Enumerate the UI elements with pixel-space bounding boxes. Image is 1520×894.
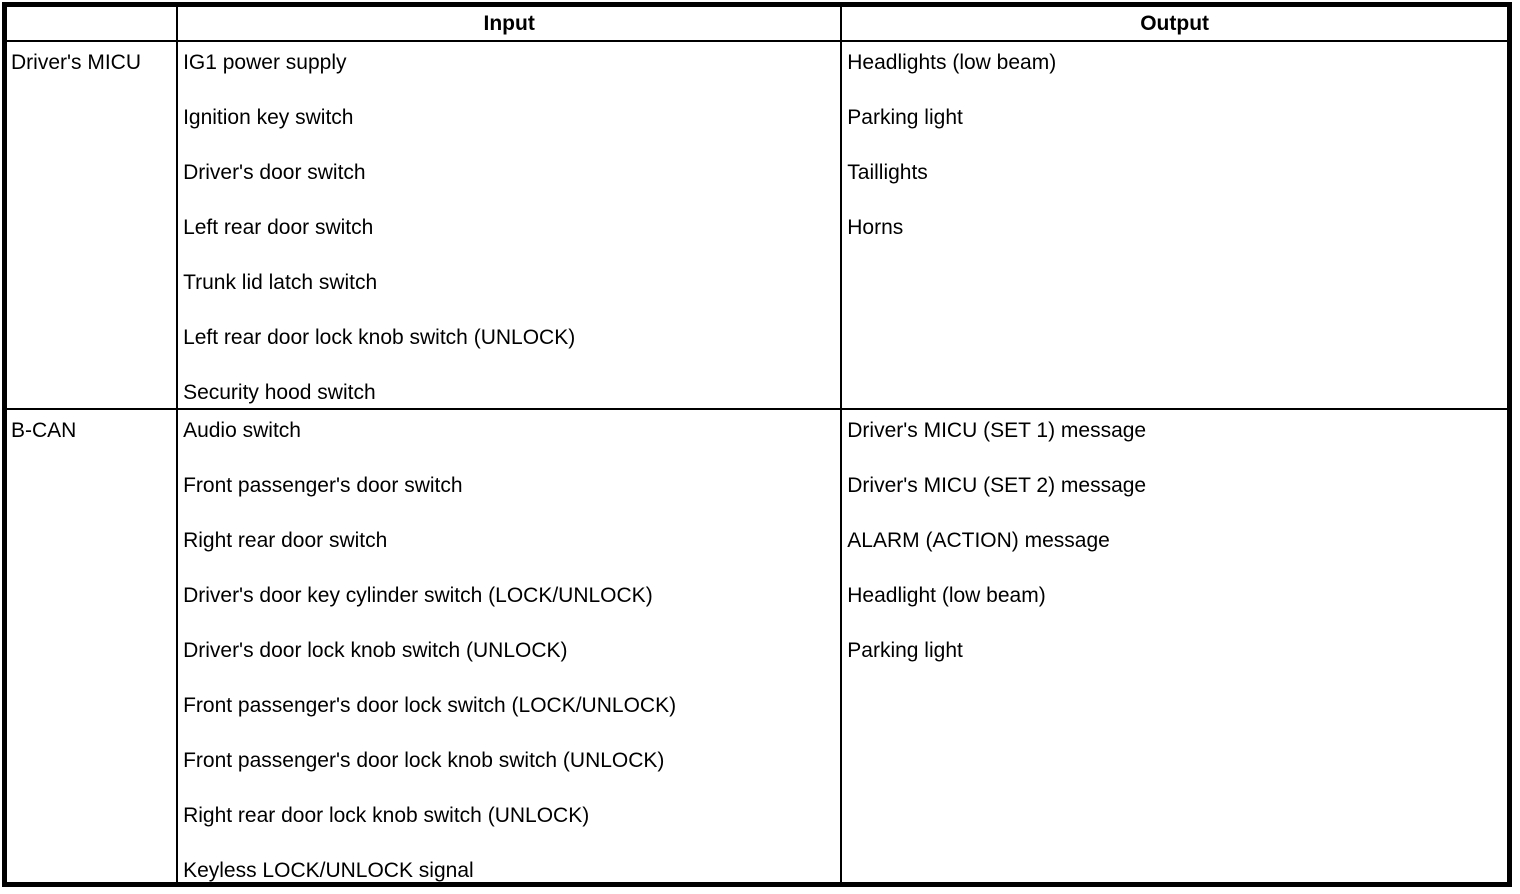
- list-item: Driver's door switch: [183, 160, 366, 184]
- list-item: Headlights (low beam): [847, 50, 1057, 74]
- list-item: Right rear door lock knob switch (UNLOCK…: [183, 803, 590, 827]
- list-item: IG1 power supply: [183, 50, 347, 74]
- list-item: Keyless LOCK/UNLOCK signal: [183, 858, 474, 882]
- row-source-drivers-micu: Driver's MICU: [3, 39, 179, 410]
- header-blank-cell: [3, 3, 179, 42]
- list-item: Parking light: [847, 105, 963, 129]
- list-item: Front passenger's door switch: [183, 473, 463, 497]
- list-item: Headlight (low beam): [847, 583, 1046, 607]
- list-item: Driver's MICU (SET 2) message: [847, 473, 1147, 497]
- list-item: Taillights: [847, 160, 928, 184]
- header-output: Output: [840, 3, 1511, 42]
- row-source-bcan: B-CAN: [3, 407, 179, 885]
- list-item: Security hood switch: [183, 380, 376, 404]
- header-input: Input: [176, 3, 843, 42]
- list-item: Right rear door switch: [183, 528, 388, 552]
- list-item: Left rear door lock knob switch (UNLOCK): [183, 325, 576, 349]
- list-item: Horns: [847, 215, 904, 239]
- list-item: Driver's door lock knob switch (UNLOCK): [183, 638, 568, 662]
- list-item: Driver's MICU (SET 1) message: [847, 418, 1147, 442]
- list-item: Trunk lid latch switch: [183, 270, 378, 294]
- list-item: Driver's door key cylinder switch (LOCK/…: [183, 583, 653, 607]
- list-item: Audio switch: [183, 418, 301, 442]
- list-item: Front passenger's door lock switch (LOCK…: [183, 693, 677, 717]
- list-item: ALARM (ACTION) message: [847, 528, 1110, 552]
- list-item: Front passenger's door lock knob switch …: [183, 748, 665, 772]
- list-item: Ignition key switch: [183, 105, 354, 129]
- list-item: Parking light: [847, 638, 963, 662]
- table-header-row: Input Output: [3, 3, 1511, 42]
- list-item: Left rear door switch: [183, 215, 374, 239]
